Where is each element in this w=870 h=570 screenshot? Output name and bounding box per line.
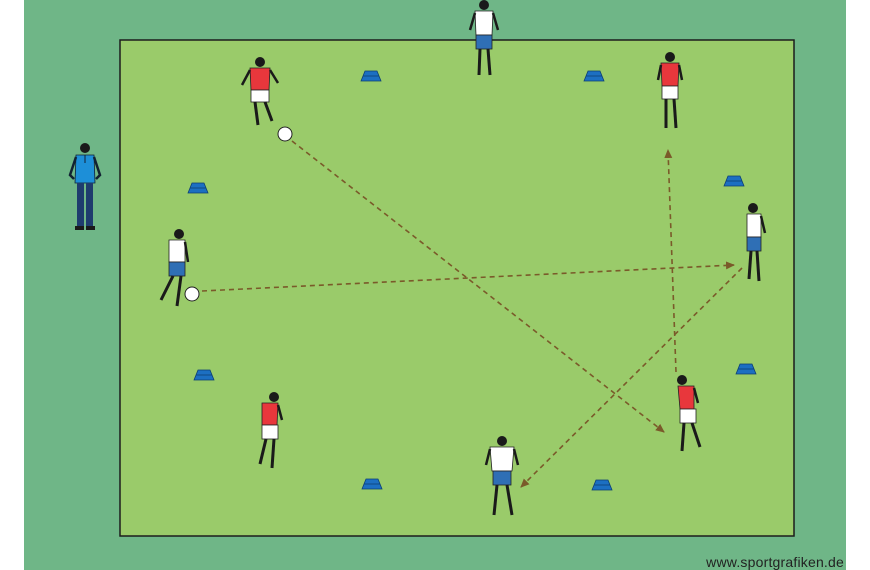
source-credit: www.sportgrafiken.de [706, 554, 844, 570]
pass-arrow [291, 140, 665, 433]
pass-arrow [201, 261, 735, 292]
white-player-left-with-ball [159, 229, 190, 307]
cone-icon [360, 70, 382, 82]
playing-field [119, 39, 795, 537]
cone-icon [591, 479, 613, 491]
white-player-top-center [468, 0, 500, 76]
cone-icon [193, 369, 215, 381]
pass-arrows [201, 140, 743, 488]
pass-arrow [664, 149, 677, 373]
red-player-bottom-left [258, 392, 284, 469]
ball-icon [277, 126, 293, 142]
cone-icon [187, 182, 209, 194]
white-player-right [746, 203, 767, 282]
cone-icon [735, 363, 757, 375]
white-player-bottom-center [484, 436, 520, 516]
cones [187, 70, 757, 491]
red-player-top-left [240, 57, 280, 126]
cone-icon [361, 478, 383, 490]
ball-icon [184, 286, 200, 302]
cone-icon [583, 70, 605, 82]
pass-arrow [520, 267, 743, 488]
red-player-top-right [656, 52, 684, 129]
cone-icon [723, 175, 745, 187]
coach-icon [68, 143, 102, 230]
red-player-bottom-right [677, 375, 702, 452]
